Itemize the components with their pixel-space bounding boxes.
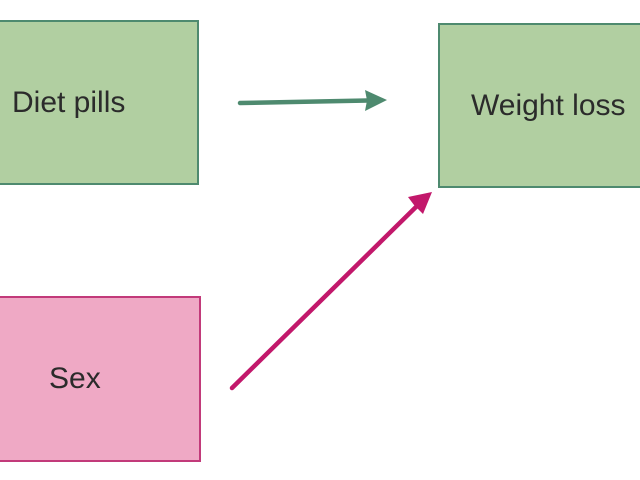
node-sex: Sex	[0, 296, 201, 462]
edge-sex-to-weight-loss-line	[229, 202, 421, 391]
edge-sex-to-weight-loss	[229, 192, 432, 391]
edge-diet-pills-to-weight-loss	[237, 90, 387, 111]
node-weight-loss: Weight loss	[438, 23, 640, 188]
edge-diet-pills-to-weight-loss-line	[237, 98, 371, 106]
node-diet-pills-label: Diet pills	[12, 85, 126, 119]
node-sex-label: Sex	[49, 362, 101, 395]
node-diet-pills: Diet pills	[0, 20, 199, 185]
edge-sex-to-weight-loss-arrowhead	[408, 192, 432, 214]
node-weight-loss-label: Weight loss	[471, 88, 626, 122]
edge-diet-pills-to-weight-loss-arrowhead	[365, 90, 387, 111]
